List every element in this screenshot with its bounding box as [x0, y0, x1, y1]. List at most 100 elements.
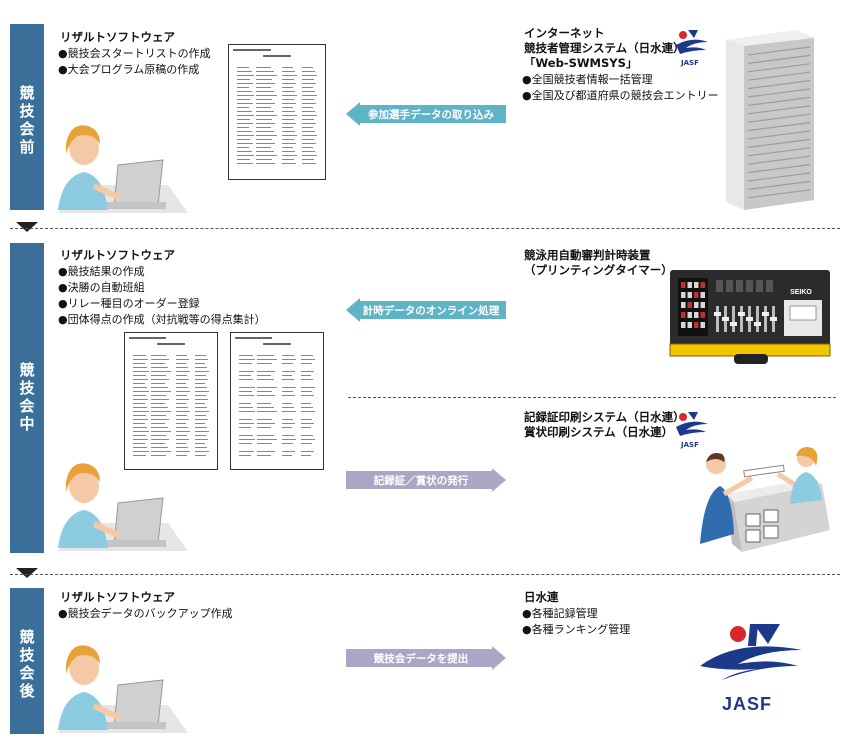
doc-text-line: [255, 123, 276, 125]
doc-text-line: [239, 419, 252, 421]
doc-text-line: [133, 359, 149, 361]
timer-slider: [764, 306, 767, 332]
server-slot-line: [747, 96, 811, 106]
doc-text-line: [150, 363, 165, 365]
doc-text-line: [301, 135, 317, 137]
doc-text-line: [255, 95, 277, 97]
doc-text-line: [237, 135, 254, 137]
doc-text-line: [300, 411, 316, 413]
timer-title: 競泳用自動審判計時装置 （プリンティングタイマー）: [524, 248, 673, 278]
server-slot-line: [747, 189, 811, 199]
doc-text-line: [150, 455, 167, 457]
doc-text-line: [256, 395, 276, 397]
doc-text-line: [281, 127, 293, 129]
doc-text-line: [256, 439, 277, 441]
timer-key: [694, 292, 699, 298]
doc-text-line: [150, 387, 168, 389]
doc-text-line: [194, 423, 206, 425]
doc-text-line: [256, 375, 271, 377]
doc-text-line: [256, 455, 271, 457]
print-system-title: 記録証印刷システム（日水連） 賞状印刷システム（日水連）: [524, 410, 685, 440]
doc-text-line: [300, 391, 313, 393]
server-slot-line: [747, 63, 811, 73]
doc-text-line: [175, 359, 189, 361]
doc-text-line: [281, 115, 297, 117]
certificate-counter-illustration: [700, 447, 830, 552]
doc-text-line: [256, 391, 273, 393]
timer-key: [700, 302, 705, 308]
doc-text-line: [175, 375, 187, 377]
doc-text-line: [175, 435, 187, 437]
timer-key: [694, 322, 699, 328]
timer-slider-knob: [746, 317, 753, 321]
doc-text-line: [239, 391, 252, 393]
doc-text-line: [301, 67, 313, 69]
doc-text-line: [301, 71, 315, 73]
doc-text-line: [239, 375, 251, 377]
doc-text-line: [175, 387, 188, 389]
doc-text-line: [175, 427, 188, 429]
doc-text-line: [255, 111, 274, 113]
doc-text-line: [194, 391, 210, 393]
doc-text-line: [301, 151, 315, 153]
doc-text-line: [300, 403, 312, 405]
server-slot-line: [747, 147, 811, 157]
doc-text-line: [133, 363, 145, 365]
list-item: ●競技会スタートリストの作成: [58, 47, 211, 60]
doc-text-line: [281, 107, 293, 109]
doc-text-line: [237, 71, 252, 73]
doc-text-line: [255, 71, 274, 73]
doc-text-line: [133, 411, 150, 413]
doc-text-line: [301, 103, 316, 105]
doc-text-line: [175, 367, 188, 369]
doc-text-line: [237, 107, 250, 109]
submit-data-label: 競技会データを提出: [373, 652, 469, 665]
doc-text-line: [300, 387, 316, 389]
org-title: 日水連: [524, 590, 559, 604]
timer-key: [681, 292, 686, 298]
doc-text-line: [175, 415, 187, 417]
doc-text-line: [301, 127, 313, 129]
doc-text-line: [133, 435, 146, 437]
doc-text-line: [194, 371, 210, 373]
doc-text-line: [281, 403, 292, 405]
doc-text-line: [239, 363, 252, 365]
doc-text-line: [300, 439, 316, 441]
doc-text-line: [150, 395, 167, 397]
doc-text-line: [255, 75, 277, 77]
doc-text-line: [255, 79, 273, 81]
doc-text-line: [150, 427, 168, 429]
doc-text-line: [239, 371, 255, 373]
doc-text-line: [300, 427, 312, 429]
doc-text-line: [194, 363, 206, 365]
doc-text-line: [150, 379, 170, 381]
doc-text-line: [194, 431, 210, 433]
doc-text-line: [133, 447, 147, 449]
stage-label-during: 競技会中: [19, 361, 35, 433]
doc-text-line: [239, 411, 256, 413]
doc-text-line: [255, 163, 276, 165]
stage-bar-during: 競技会中: [10, 243, 44, 553]
doc-text-line: [281, 103, 296, 105]
doc-text-line: [239, 427, 251, 429]
doc-text-line: [194, 395, 207, 397]
doc-text-line: [301, 143, 316, 145]
list-item: ●大会プログラム原稿の作成: [58, 63, 200, 76]
timer-display-digit: [746, 280, 753, 292]
result-document: [124, 332, 218, 470]
doc-text-line: [175, 403, 186, 405]
import-data-label: 参加選手データの取り込み: [368, 108, 494, 121]
doc-text-line: [175, 391, 191, 393]
doc-text-line: [281, 87, 293, 89]
list-item: ●団体得点の作成（対抗戦等の得点集計）: [58, 313, 266, 326]
timer-brand-label: SEIKO: [790, 289, 812, 296]
doc-text-line: [239, 359, 256, 361]
doc-header-line: [235, 337, 272, 339]
doc-text-line: [281, 139, 294, 141]
doc-text-line: [150, 423, 165, 425]
doc-text-line: [175, 439, 189, 441]
doc-text-line: [255, 127, 271, 129]
doc-text-line: [237, 131, 252, 133]
doc-text-line: [239, 387, 256, 389]
doc-text-line: [150, 403, 165, 405]
